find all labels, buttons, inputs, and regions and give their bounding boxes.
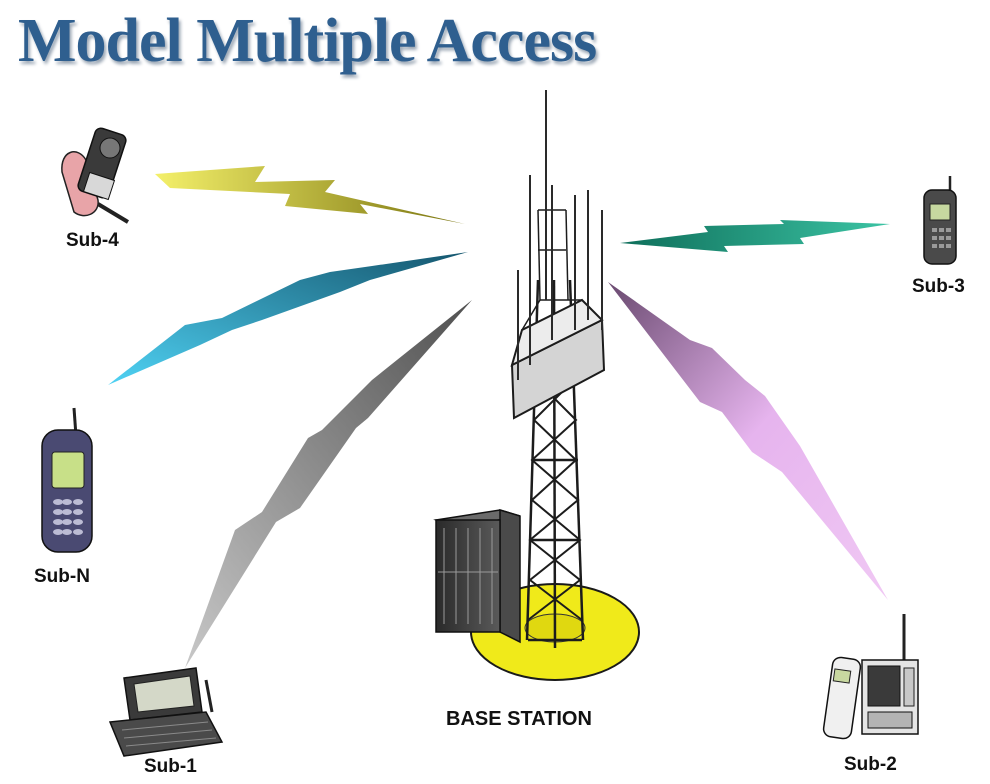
equipment-cabinet-icon [433, 508, 521, 644]
sub-n-label: Sub-N [34, 566, 90, 587]
sub-2-label: Sub-2 [844, 754, 897, 775]
sub-3-label: Sub-3 [912, 276, 965, 297]
radio-link-sub-2 [608, 282, 888, 600]
diagram-title: Model Multiple Access [18, 7, 597, 75]
base-station-label: BASE STATION [446, 708, 592, 730]
handheld-computer-icon [108, 667, 224, 757]
mobile-phone-icon-sub-n [41, 407, 93, 553]
sub-4-label: Sub-4 [66, 230, 119, 251]
sub-1-label: Sub-1 [144, 756, 197, 777]
antenna-elements [517, 90, 603, 380]
radio-link-sub-1 [185, 300, 472, 668]
radio-link-sub-3 [620, 220, 890, 252]
mobile-phone-icon-sub-3 [923, 176, 957, 265]
flip-phone-in-hand-icon [61, 127, 130, 224]
cordless-phone-icon [822, 614, 919, 740]
radio-link-sub-4 [155, 166, 465, 224]
